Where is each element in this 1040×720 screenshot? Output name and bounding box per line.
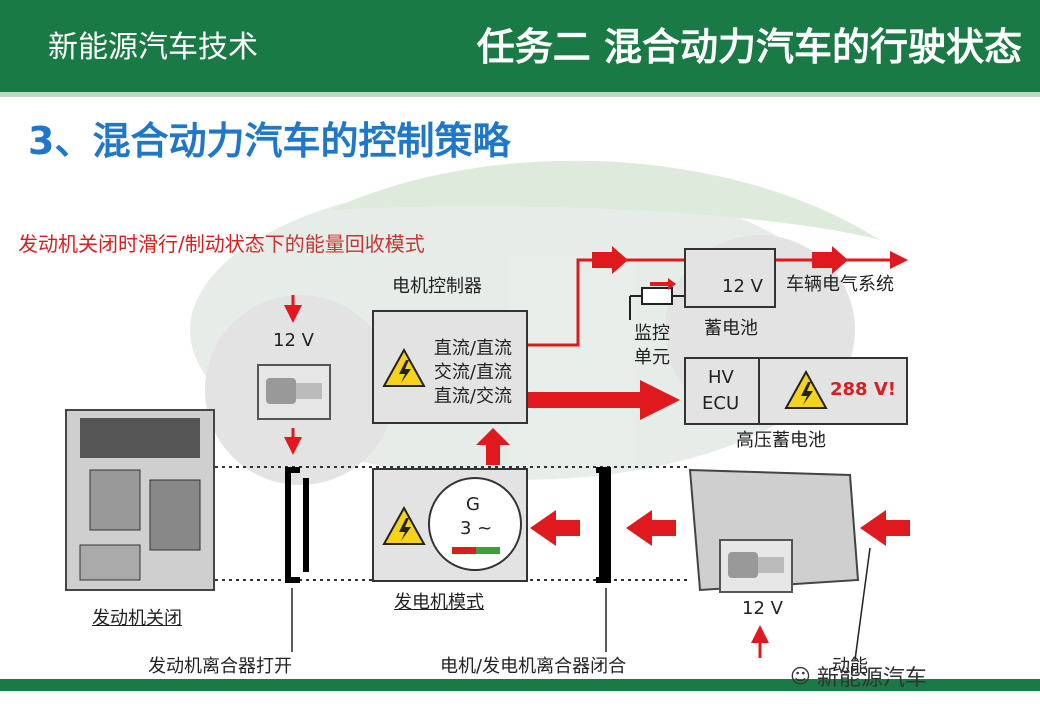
controller-mode-1: 直流/直流 [433,338,512,359]
battery-12v-caption: 蓄电池 [704,318,758,339]
footer-bar [0,679,1040,691]
generator-pole-green [476,547,500,554]
generator-caption: 发电机模式 [394,592,484,613]
warning-icon-hv [784,369,828,409]
task-title: 任务二 混合动力汽车的行驶状态 [476,25,1022,69]
starter-voltage: 12 V [273,330,314,351]
arrow-12v-out [812,246,848,274]
engine-caption: 发动机关闭 [92,608,182,629]
arrow-gen-1 [530,510,580,546]
generator-phase: 3 ~ [460,518,493,539]
section-title: 3、混合动力汽车的控制策略 [28,119,511,163]
warning-icon-generator [382,505,426,545]
kinetic-energy-label: 动能 [832,656,868,677]
watermark: ☺ 新能源汽车 [790,660,927,692]
watermark-text: 新能源汽车 [816,666,927,691]
hv-label: HV [708,367,734,388]
header-bar: 新能源汽车技术 任务二 混合动力汽车的行驶状态 [0,0,1040,92]
controller-mode-2: 交流/直流 [433,362,512,383]
mode-title: 发动机关闭时滑行/制动状态下的能量回收模式 [18,232,425,256]
generator-pole-red [452,547,476,554]
battery-12v-box [684,248,776,308]
ecu-label: ECU [702,393,740,414]
hv-battery-caption: 高压蓄电池 [736,430,826,451]
wechat-icon: ☺ [790,664,811,688]
controller-to-hv-arrow [528,380,680,420]
monitor-unit-label: 监控 单元 [634,323,670,368]
gearbox-voltage: 12 V [742,598,783,619]
engine-icon [65,409,215,591]
kinetic-leader [854,547,871,661]
course-title: 新能源汽车技术 [48,30,258,65]
arrow-gen-2 [626,510,676,546]
motor-clutch-caption: 电机/发电机离合器闭合 [440,656,627,677]
arrow-12v-in [592,246,628,274]
vehicle-electric-system: 车辆电气系统 [786,274,894,295]
battery-12v-voltage: 12 V [722,276,763,297]
gen-to-controller-arrow [476,428,510,465]
motor-controller-title: 电机控制器 [392,276,482,297]
motor-clutch-icon [596,467,611,583]
arrow-gen-3 [860,510,910,546]
gearbox-icon [688,468,860,593]
engine-clutch-icon [285,467,309,583]
hv-voltage: 288 V! [830,379,896,400]
engine-clutch-caption: 发动机离合器打开 [148,656,292,677]
warning-icon-controller [382,347,426,387]
header-divider [0,92,1040,97]
hv-divider [758,357,760,425]
controller-mode-3: 直流/交流 [433,386,512,407]
generator-symbol: G [466,494,480,515]
controller-modes: 直流/直流 交流/直流 直流/交流 [420,337,512,409]
starter-icon [257,364,331,420]
